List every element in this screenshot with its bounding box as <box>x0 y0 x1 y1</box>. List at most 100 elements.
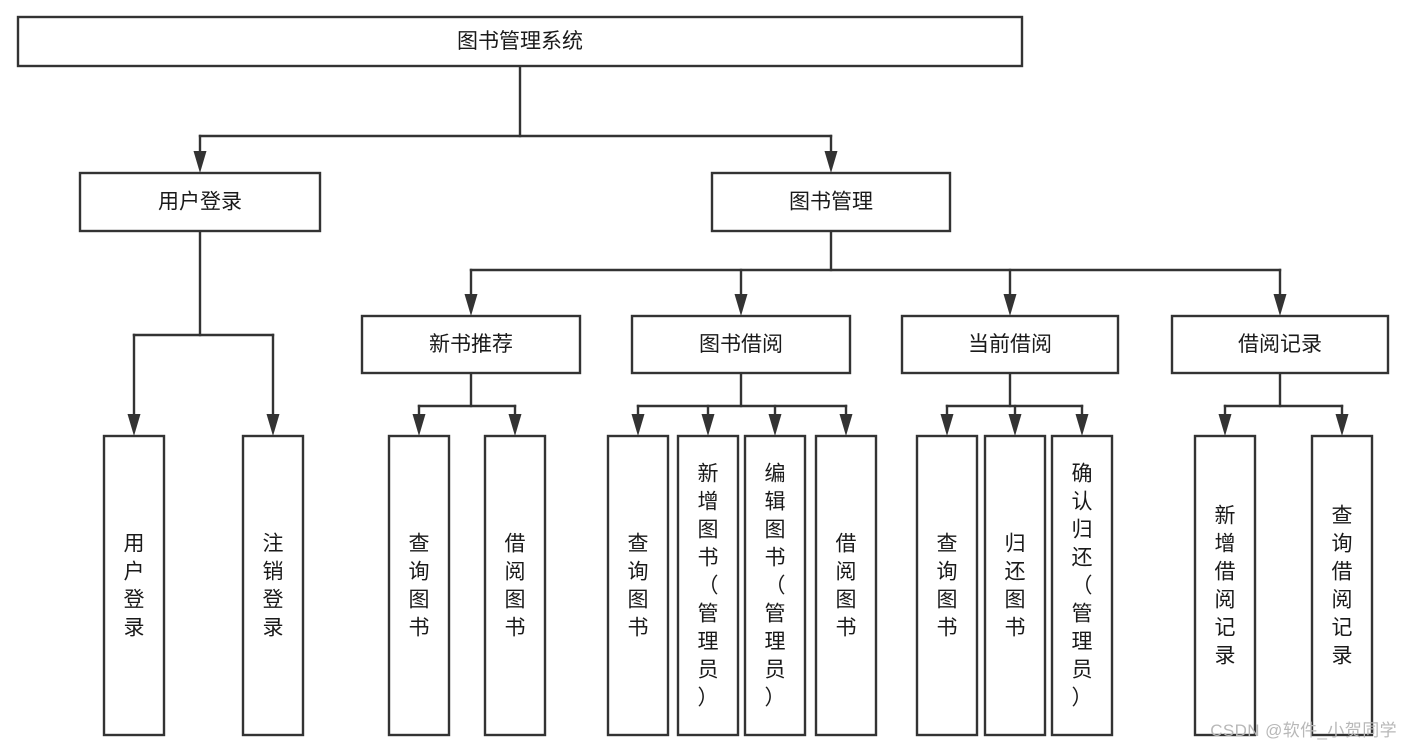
leaf-leaf-borrow-book-box[interactable] <box>814 434 878 737</box>
label-char: 注 <box>263 533 284 556</box>
label-char: 书 <box>836 617 857 640</box>
label-char: （ <box>1072 575 1093 598</box>
arrow-head-icon <box>127 414 141 436</box>
label-char: 图 <box>505 589 526 612</box>
label-char: 理 <box>698 631 719 654</box>
arrow-head-icon <box>839 414 853 436</box>
node-book-borrow-box[interactable] <box>630 314 852 375</box>
label-char: 新 <box>1215 505 1236 528</box>
label-char: 理 <box>1072 631 1093 654</box>
arrow-head-icon <box>734 294 748 316</box>
node-borrow-record-label: 借阅记录 <box>1238 333 1322 356</box>
label-char: 管 <box>765 603 786 626</box>
label-char: 辑 <box>765 491 786 514</box>
label-char: 户 <box>124 561 145 584</box>
label-char: 增 <box>1215 533 1236 556</box>
label-char: 登 <box>263 589 284 612</box>
leaf-leaf-query-book-rec-box[interactable] <box>387 434 451 737</box>
label-char: 询 <box>937 561 958 584</box>
node-book-management-label: 图书管理 <box>789 191 873 214</box>
label-char: 管 <box>1072 603 1093 626</box>
label-char: 新 <box>698 463 719 486</box>
label-char: 借 <box>505 533 526 556</box>
label-char: 归 <box>1005 533 1026 556</box>
node-book-management-box[interactable] <box>710 171 952 233</box>
leaf-leaf-add-book-box[interactable] <box>676 434 740 737</box>
arrow-head-icon <box>193 151 207 173</box>
label-char: 书 <box>698 547 719 570</box>
label-char: 还 <box>1005 561 1026 584</box>
node-new-book-recommend-label: 新书推荐 <box>429 333 513 356</box>
label-char: 借 <box>836 533 857 556</box>
label-char: 图 <box>1005 589 1026 612</box>
label-char: 查 <box>409 533 430 556</box>
arrow-head-icon <box>940 414 954 436</box>
leaf-leaf-query-record-box[interactable] <box>1310 434 1374 737</box>
label-char: 询 <box>409 561 430 584</box>
arrow-head-icon <box>464 294 478 316</box>
label-char: 图 <box>836 589 857 612</box>
leaf-leaf-query-book-cur-box[interactable] <box>915 434 979 737</box>
watermark-label: CSDN @软件_小贺同学 <box>1210 721 1397 740</box>
leaf-leaf-logout-box[interactable] <box>241 434 305 737</box>
arrow-head-icon <box>631 414 645 436</box>
arrow-head-icon <box>1075 414 1089 436</box>
label-char: 图 <box>937 589 958 612</box>
label-char: 员 <box>765 659 786 682</box>
label-char: 书 <box>628 617 649 640</box>
label-char: 还 <box>1072 547 1093 570</box>
root-node-label: 图书管理系统 <box>457 30 583 53</box>
arrow-head-icon <box>1008 414 1022 436</box>
node-current-borrow-box[interactable] <box>900 314 1120 375</box>
label-char: 书 <box>765 547 786 570</box>
label-char: 书 <box>409 617 430 640</box>
leaf-leaf-return-book-box[interactable] <box>983 434 1047 737</box>
label-char: 阅 <box>1332 589 1353 612</box>
label-char: 书 <box>937 617 958 640</box>
leaf-leaf-user-login-label: 用户登录 <box>124 533 145 640</box>
leaf-leaf-user-login-box[interactable] <box>102 434 166 737</box>
arrow-head-icon <box>266 414 280 436</box>
label-char: 图 <box>409 589 430 612</box>
label-char: 阅 <box>836 561 857 584</box>
node-borrow-record-box[interactable] <box>1170 314 1390 375</box>
label-char: 阅 <box>1215 589 1236 612</box>
leaf-leaf-borrow-book-rec-box[interactable] <box>483 434 547 737</box>
label-char: 登 <box>124 589 145 612</box>
label-char: 图 <box>628 589 649 612</box>
label-char: 员 <box>698 659 719 682</box>
arrow-head-icon <box>1218 414 1232 436</box>
node-current-borrow-label: 当前借阅 <box>968 333 1052 356</box>
leaf-leaf-confirm-return-box[interactable] <box>1050 434 1114 737</box>
label-char: 认 <box>1072 491 1093 514</box>
leaf-leaf-edit-book-box[interactable] <box>743 434 807 737</box>
label-char: 录 <box>1332 645 1353 668</box>
label-char: ） <box>698 687 719 710</box>
label-char: 管 <box>698 603 719 626</box>
leaf-leaf-query-book-borrow-box[interactable] <box>606 434 670 737</box>
label-char: 记 <box>1215 617 1236 640</box>
label-char: （ <box>698 575 719 598</box>
root-node-box[interactable] <box>16 15 1024 68</box>
arrow-head-icon <box>701 414 715 436</box>
arrow-head-icon <box>412 414 426 436</box>
leaf-leaf-add-record-box[interactable] <box>1193 434 1257 737</box>
label-char: 书 <box>1005 617 1026 640</box>
node-new-book-recommend-box[interactable] <box>360 314 582 375</box>
label-char: ） <box>765 687 786 710</box>
label-char: 询 <box>628 561 649 584</box>
label-char: 借 <box>1215 561 1236 584</box>
node-user-login-box[interactable] <box>78 171 322 233</box>
arrow-head-icon <box>1273 294 1287 316</box>
